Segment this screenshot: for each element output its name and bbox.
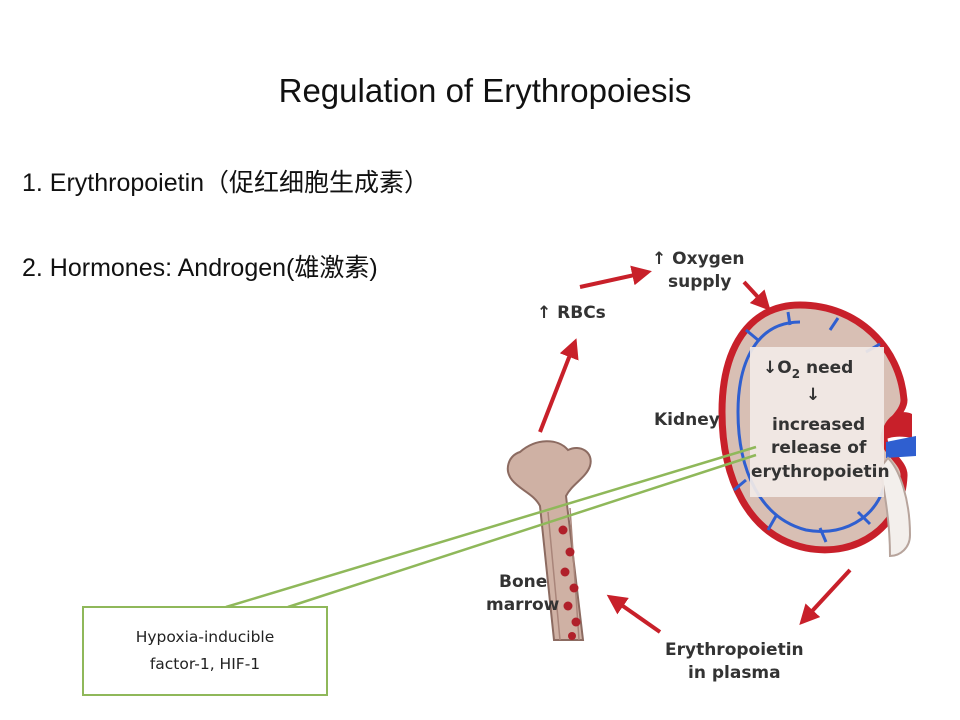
label-kidney: Kidney [654, 410, 720, 430]
label-increased: increased [772, 415, 865, 435]
kidney-text-box [750, 347, 884, 497]
hif-callout-box: Hypoxia-inducible factor-1, HIF-1 [82, 606, 328, 696]
callout-line-lower [287, 453, 757, 609]
arrow-marrow-to-rbcs [538, 338, 579, 433]
label-oxygen-line1: ↑ Oxygen [652, 249, 744, 269]
label-release-of: release of [771, 438, 867, 458]
label-o2-need: ↓O2 need [763, 358, 853, 381]
bone-illustration [506, 440, 592, 641]
arrow-rbcs-to-oxygen [579, 265, 652, 289]
label-erythropoietin: erythropoietin [751, 462, 890, 482]
callout-line1: Hypoxia-inducible [135, 628, 275, 646]
arrow-oxygen-to-kidney [742, 280, 771, 311]
label-down-arrow: ↓ [806, 385, 820, 405]
label-rbcs: ↑ RBCs [537, 303, 606, 323]
label-marrow: marrow [486, 595, 560, 615]
slide-title: Regulation of Erythropoiesis [278, 72, 692, 109]
arrow-kidney-to-plasma [799, 568, 852, 625]
label-bone: Bone [499, 572, 547, 592]
label-erythropoietin-plasma-line1: Erythropoietin [665, 640, 804, 660]
callout-line2: factor-1, HIF-1 [149, 655, 261, 673]
label-oxygen-line2: supply [668, 272, 731, 292]
point-erythropoietin: 1. Erythropoietin（促红细胞生成素） [22, 169, 430, 197]
point-hormones: 2. Hormones: Androgen(雄激素) [22, 254, 378, 282]
arrow-plasma-to-marrow [606, 594, 662, 634]
label-erythropoietin-plasma-line2: in plasma [688, 663, 781, 683]
callout-line-upper [225, 445, 757, 609]
